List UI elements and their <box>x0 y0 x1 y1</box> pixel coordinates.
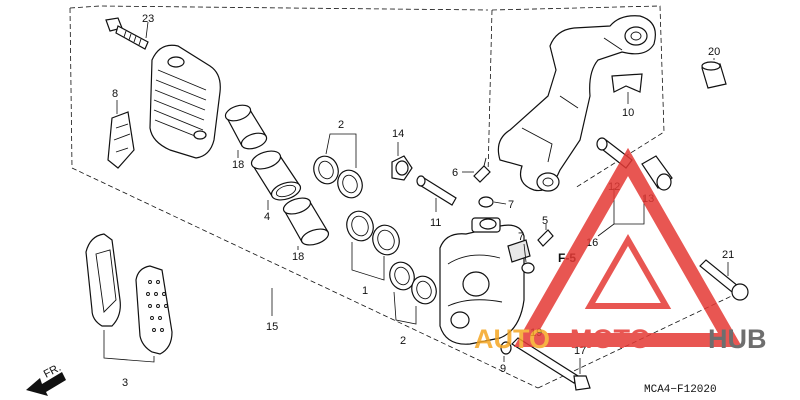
slide-pin-11 <box>416 175 457 212</box>
bleeder-cap-7-upper <box>478 196 507 208</box>
callout-8: 8 <box>112 88 118 100</box>
piston-4 <box>250 150 302 201</box>
watermark-brand-hub: HUB <box>708 324 767 354</box>
bleed-valve-6 <box>462 157 491 183</box>
retainer-9 <box>500 341 512 362</box>
piston-sleeve-18-upper <box>224 104 268 150</box>
callout-5: 5 <box>542 215 548 227</box>
watermark-triangle-icon <box>513 147 743 347</box>
automotohub-watermark: AUTO MOTO HUB <box>474 147 767 354</box>
callout-6: 6 <box>452 167 458 179</box>
callout-2-lower: 2 <box>400 335 406 347</box>
pin-plug-17 <box>573 358 591 391</box>
callout-2-upper: 2 <box>338 119 344 131</box>
piston-seal-set-2-lower <box>389 261 437 325</box>
leader-lines <box>145 21 715 316</box>
bleeder-cap-7-lower <box>521 243 535 274</box>
caliper-outer-body <box>149 44 221 159</box>
callout-7-upper: 7 <box>508 199 514 211</box>
pad-spring-8 <box>107 100 135 169</box>
pad-retainer-clip-10 <box>611 73 643 104</box>
bleeder-cap-14 <box>391 142 413 181</box>
callout-11: 11 <box>430 217 441 229</box>
piston-sleeve-18-lower <box>282 197 330 246</box>
brake-pad-set-3 <box>85 233 173 363</box>
callout-4: 4 <box>264 211 270 223</box>
caliper-inner-body <box>439 217 531 345</box>
piston-seal-set-2-upper <box>313 133 363 199</box>
callout-15: 15 <box>266 321 278 333</box>
callout-3: 3 <box>122 377 128 389</box>
callout-20: 20 <box>708 46 720 58</box>
cap-20 <box>701 61 727 89</box>
callout-17: 17 <box>574 345 586 357</box>
caliper-bolt-23 <box>105 17 149 50</box>
front-direction-arrow <box>26 372 66 396</box>
piston-seal-set-1 <box>346 210 400 281</box>
watermark-brand-moto: MOTO <box>570 324 651 354</box>
callout-21: 21 <box>722 249 734 261</box>
callout-7-lower: 7 <box>518 231 524 243</box>
callout-9: 9 <box>500 363 506 375</box>
callout-18-lower: 18 <box>292 251 304 263</box>
boot-13 <box>641 155 673 191</box>
watermark-brand-auto: AUTO <box>474 324 550 354</box>
callout-1: 1 <box>362 285 368 297</box>
callout-18-upper: 18 <box>232 159 244 171</box>
caliper-bracket <box>497 15 656 192</box>
diagram-code: MCA4−F12020 <box>644 384 717 396</box>
callout-23: 23 <box>142 13 154 25</box>
bleeder-5 <box>537 224 554 247</box>
callout-14: 14 <box>392 128 404 140</box>
bracket-bolt-21 <box>699 259 749 301</box>
callout-10: 10 <box>622 107 634 119</box>
